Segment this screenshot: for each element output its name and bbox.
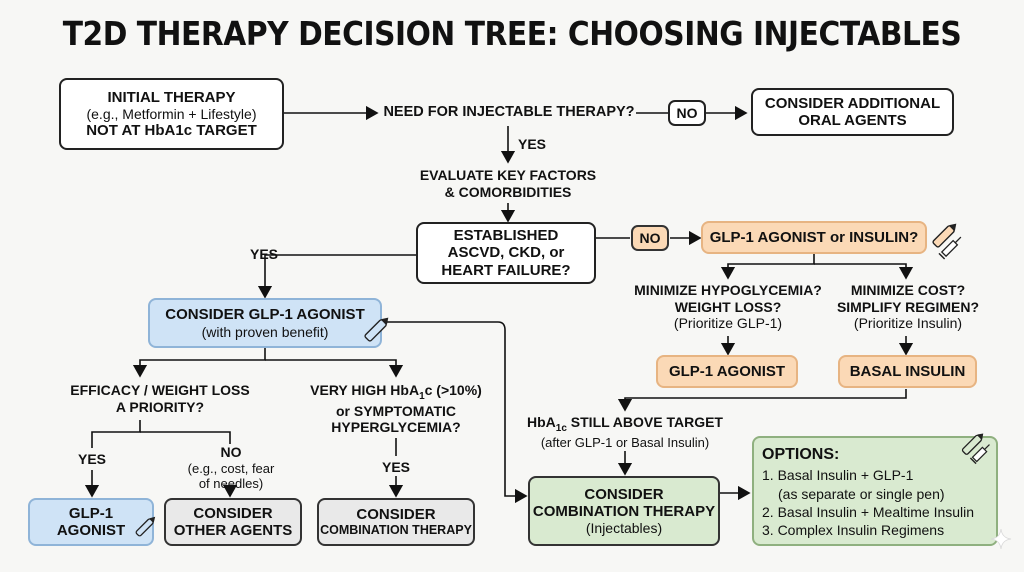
initial-therapy-box: INITIAL THERAPY (e.g., Metformin + Lifes… <box>59 78 284 150</box>
minimize-hypo-line2: WEIGHT LOSS? <box>674 298 782 315</box>
very-high-yes-label: YES <box>381 459 410 475</box>
options-box: OPTIONS: 1. Basal Insulin + GLP-1 (as se… <box>752 436 998 546</box>
glp1-agonist-leaf-box: GLP-1 AGONIST <box>28 498 154 546</box>
efficacy-yes-label: YES <box>77 451 106 467</box>
combo-leaf-line1: CONSIDER <box>356 506 436 524</box>
glp1-agonist-label: GLP-1 AGONIST <box>668 362 786 380</box>
sparkle-icon <box>990 528 1012 550</box>
basal-insulin-label: BASAL INSULIN <box>849 362 966 380</box>
consider-glp1-box: CONSIDER GLP-1 AGONIST (with proven bene… <box>148 298 382 348</box>
minimize-cost-line3: (Prioritize Insulin) <box>853 315 963 332</box>
options-item: 3. Complex Insulin Regimens <box>762 521 945 538</box>
established-yes-label: YES <box>249 246 278 262</box>
initial-therapy-status: NOT AT HbA1c TARGET <box>86 122 257 140</box>
still-above-target-question: HbA1c STILL ABOVE TARGET (after GLP-1 or… <box>522 414 728 450</box>
need-injectable-yes-label: YES <box>517 136 546 152</box>
pen-icon <box>961 433 984 455</box>
syringe-icon <box>938 236 962 260</box>
evaluate-line2: & COMORBIDITIES <box>444 183 572 200</box>
established-line1: ESTABLISHED <box>453 227 559 245</box>
evaluate-line1: EVALUATE KEY FACTORS <box>419 167 597 183</box>
consider-other-agents-box: CONSIDER OTHER AGENTS <box>164 498 302 546</box>
efficacy-no-label: NO (e.g., cost, fear of needles) <box>172 444 290 491</box>
established-disease-box: ESTABLISHED ASCVD, CKD, or HEART FAILURE… <box>416 222 596 284</box>
options-item: 1. Basal Insulin + GLP-1 <box>762 467 914 484</box>
syringe-icon <box>969 444 990 465</box>
minimize-cost-question: MINIMIZE COST? SIMPLIFY REGIMEN? (Priori… <box>826 282 990 332</box>
minimize-hypoglycemia-question: MINIMIZE HYPOGLYCEMIA? WEIGHT LOSS? (Pri… <box>626 282 830 332</box>
no-example-line2: (e.g., cost, fear <box>187 460 275 476</box>
consider-oral-agents-box: CONSIDER ADDITIONAL ORAL AGENTS <box>751 88 954 136</box>
combination-therapy-box: CONSIDER COMBINATION THERAPY (Injectable… <box>528 476 720 546</box>
page-title: T2D THERAPY DECISION TREE: CHOOSING INJE… <box>62 14 962 53</box>
consider-glp1-line2: (with proven benefit) <box>201 323 329 340</box>
evaluate-factors: EVALUATE KEY FACTORS & COMORBIDITIES <box>396 167 620 200</box>
basal-insulin-box: BASAL INSULIN <box>838 355 977 388</box>
very-high-line2: or SYMPTOMATIC <box>335 402 457 419</box>
efficacy-question: EFFICACY / WEIGHT LOSS A PRIORITY? <box>60 382 260 415</box>
consider-oral-line1: CONSIDER ADDITIONAL <box>764 94 941 112</box>
glp1-leaf-line2: AGONIST <box>56 522 126 539</box>
options-item: (as separate or single pen) <box>778 485 945 502</box>
minimize-hypo-line3: (Prioritize GLP-1) <box>673 315 783 332</box>
options-item: 2. Basal Insulin + Mealtime Insulin <box>762 503 975 520</box>
established-line2: ASCVD, CKD, or <box>447 244 565 262</box>
initial-therapy-heading: INITIAL THERAPY <box>107 88 236 106</box>
combo-line3: (Injectables) <box>585 520 663 537</box>
minimize-hypo-line1: MINIMIZE HYPOGLYCEMIA? <box>634 282 822 298</box>
consider-oral-line2: ORAL AGENTS <box>798 112 907 129</box>
consider-combination-leaf-box: CONSIDER COMBINATION THERAPY <box>317 498 475 546</box>
need-injectable-question: NEED FOR INJECTABLE THERAPY? <box>383 104 635 120</box>
pen-icon <box>135 516 156 537</box>
consider-other-line1: CONSIDER <box>193 504 273 522</box>
still-above-line2: (after GLP-1 or Basal Insulin) <box>540 434 710 450</box>
combo-line2: COMBINATION THERAPY <box>532 502 716 520</box>
options-heading: OPTIONS: <box>762 446 840 463</box>
glp1-or-insulin-box: GLP-1 AGONIST or INSULIN? <box>701 221 927 254</box>
pen-icon <box>364 317 389 342</box>
efficacy-line1: EFFICACY / WEIGHT LOSS <box>70 382 250 398</box>
glp1-or-insulin-label: GLP-1 AGONIST or INSULIN? <box>709 228 919 246</box>
need-injectable-no-label: NO <box>668 100 706 126</box>
glp1-agonist-box: GLP-1 AGONIST <box>656 355 798 388</box>
combo-line1: CONSIDER <box>584 485 664 503</box>
minimize-cost-line2: SIMPLIFY REGIMEN? <box>836 298 980 315</box>
established-line3: HEART FAILURE? <box>441 261 571 279</box>
minimize-cost-line1: MINIMIZE COST? <box>850 282 966 298</box>
pen-icon <box>932 223 957 248</box>
consider-glp1-line1: CONSIDER GLP-1 AGONIST <box>165 306 365 324</box>
combo-leaf-line2: COMBINATION THERAPY <box>320 523 472 538</box>
consider-other-line2: OTHER AGENTS <box>173 522 293 539</box>
options-list: 1. Basal Insulin + GLP-1 (as separate or… <box>762 466 974 539</box>
established-no-label: NO <box>631 225 669 251</box>
initial-therapy-example: (e.g., Metformin + Lifestyle) <box>86 105 257 122</box>
very-high-hba1c-question: VERY HIGH HbA1c (>10%) or SYMPTOMATIC HY… <box>296 382 496 436</box>
very-high-line1: VERY HIGH HbA1c (>10%) <box>310 382 482 402</box>
efficacy-line2: A PRIORITY? <box>115 398 205 415</box>
glp1-leaf-line1: GLP-1 <box>68 504 114 522</box>
no-example-line1: NO <box>220 444 242 460</box>
no-example-line3: of needles) <box>198 475 264 491</box>
very-high-line3: HYPERGLYCEMIA? <box>331 419 461 436</box>
still-above-line1: HbA1c STILL ABOVE TARGET <box>527 414 723 434</box>
